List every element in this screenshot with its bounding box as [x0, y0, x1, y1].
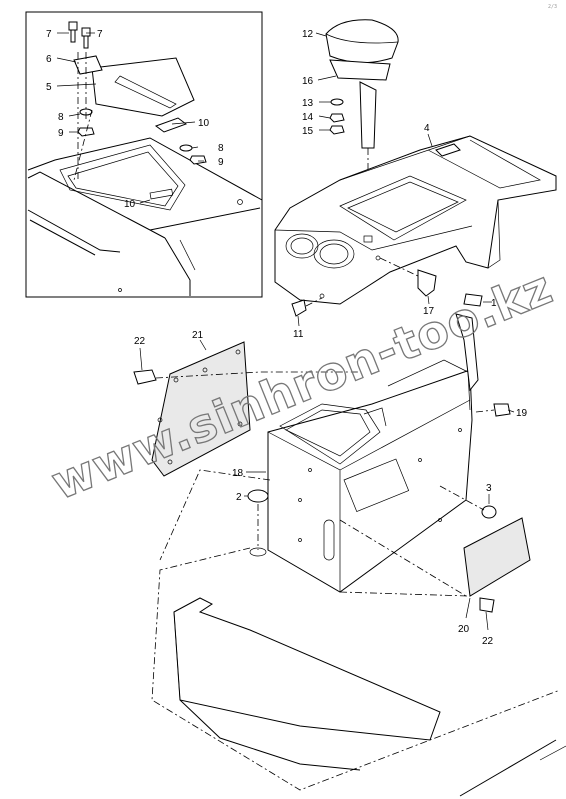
callout-18: 18	[232, 468, 244, 479]
callout-17: 17	[423, 306, 435, 317]
callout-2: 2	[236, 492, 242, 503]
callout-7-a: 7	[46, 29, 52, 40]
callout-22-b: 22	[482, 636, 494, 647]
lower-box	[247, 313, 531, 613]
callout-15: 15	[302, 126, 314, 137]
callout-7-b: 7	[97, 29, 103, 40]
small-parts	[291, 257, 483, 317]
upper-console	[274, 135, 557, 305]
callout-10-b: 10	[124, 199, 136, 210]
callout-labels: 7 7 6 5 8 9 10 8 9 10 12 16 13 14 15 4 1…	[46, 29, 528, 647]
callout-9-a: 9	[58, 128, 64, 139]
callout-4: 4	[424, 123, 430, 134]
callout-8-b: 8	[218, 143, 224, 154]
callout-12: 12	[302, 29, 314, 40]
callout-9-b: 9	[218, 157, 224, 168]
callout-3: 3	[486, 483, 492, 494]
callout-5: 5	[46, 82, 52, 93]
callout-13: 13	[302, 98, 314, 109]
callout-20: 20	[458, 624, 470, 635]
callout-14: 14	[302, 112, 314, 123]
machine-floor	[151, 469, 566, 797]
inset-detail	[25, 11, 263, 298]
corner-mark: 2/3	[548, 4, 557, 10]
side-plate-21	[133, 341, 360, 477]
callout-16: 16	[302, 76, 314, 87]
callout-11: 11	[293, 329, 304, 340]
callout-19: 19	[516, 408, 528, 419]
callout-8-a: 8	[58, 112, 64, 123]
callout-21: 21	[192, 330, 204, 341]
seat-cushion	[325, 19, 399, 230]
leader-lines	[56, 32, 515, 631]
callout-6: 6	[46, 54, 52, 65]
callout-22-a: 22	[134, 336, 146, 347]
callout-10-a: 10	[198, 118, 210, 129]
callout-1: 1	[491, 298, 497, 309]
